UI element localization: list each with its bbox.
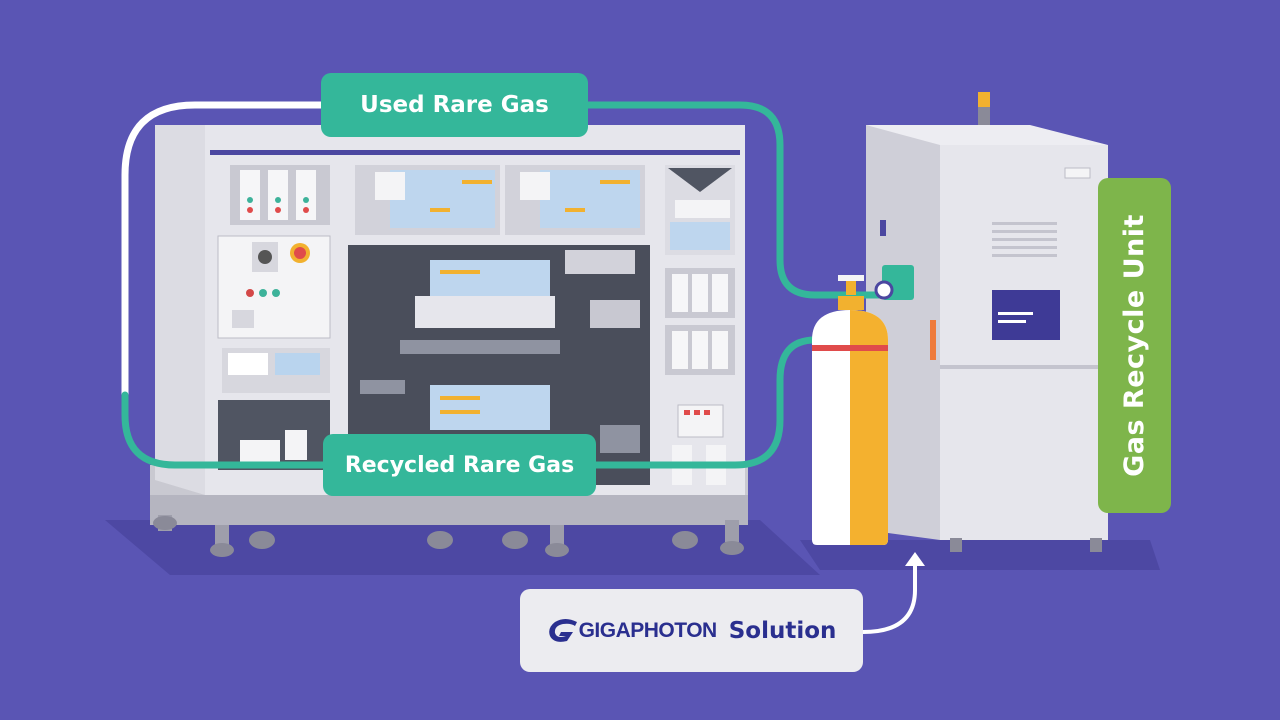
solution-text: Solution xyxy=(728,617,837,644)
gigaphoton-solution-badge: GIGAPHOTON Solution xyxy=(520,589,863,672)
gigaphoton-logo: GIGAPHOTON xyxy=(547,618,717,644)
arrow-up-icon xyxy=(905,552,925,566)
gas-pipe-loop xyxy=(121,101,889,469)
recycled-rare-gas-label: Recycled Rare Gas xyxy=(323,434,596,496)
laser-machine xyxy=(150,125,748,557)
gas-recycle-unit-machine xyxy=(866,92,1108,552)
used-rare-gas-label: Used Rare Gas xyxy=(321,73,588,137)
gigaphoton-logo-icon xyxy=(548,618,577,642)
laser-shadow xyxy=(105,520,820,575)
gigaphoton-brand-text: GIGAPHOTON xyxy=(578,618,718,642)
gas-recycle-unit-label: Gas Recycle Unit xyxy=(1098,178,1171,513)
unit-shadow xyxy=(800,540,1160,570)
arrow-line xyxy=(861,560,917,634)
gas-recycle-unit-text: Gas Recycle Unit xyxy=(1119,214,1150,477)
gas-cylinder xyxy=(812,275,888,545)
